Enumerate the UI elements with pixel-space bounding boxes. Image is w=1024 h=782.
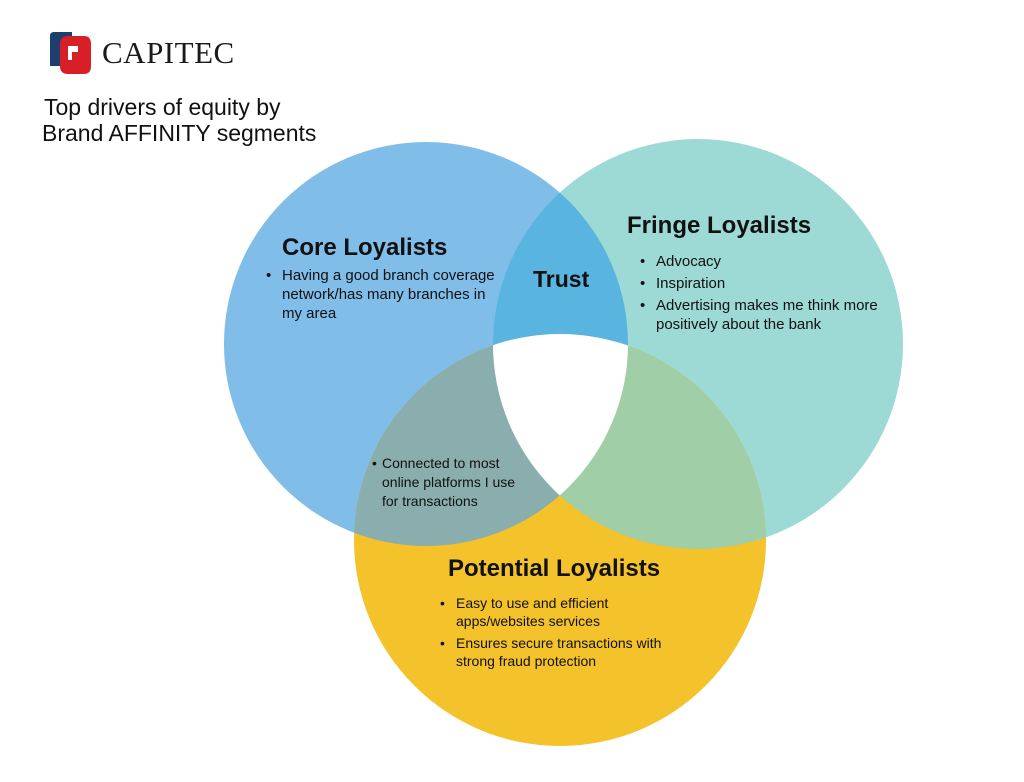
fringe-bullet-1: Advocacy	[638, 252, 900, 271]
brand-name: CAPITEC	[102, 35, 235, 70]
fringe-loyalists-title: Fringe Loyalists	[627, 212, 812, 239]
page-title: Top drivers of equity by Brand AFFINITY …	[42, 94, 317, 146]
core-loyalists-bullets: Having a good branch coverage network/ha…	[264, 266, 500, 326]
page-title-line-1: Top drivers of equity by	[44, 94, 281, 120]
fringe-loyalists-bullets: Advocacy Inspiration Advertising makes m…	[638, 252, 900, 337]
logo-red-shape	[60, 36, 91, 74]
page-title-line-2: Brand AFFINITY segments	[42, 120, 317, 146]
capitec-logo: CAPITEC	[44, 30, 235, 76]
potential-loyalists-title: Potential Loyalists	[448, 555, 661, 582]
logo-white-cut	[68, 46, 78, 60]
trust-label: Trust	[533, 266, 590, 292]
fringe-bullet-2: Inspiration	[638, 274, 900, 293]
fringe-bullet-3: Advertising makes me think more positive…	[638, 296, 900, 334]
core-bullet-1: Having a good branch coverage network/ha…	[264, 266, 500, 323]
core-loyalists-title: Core Loyalists	[282, 234, 448, 261]
potential-bullet-2: Ensures secure transactions with strong …	[438, 634, 700, 670]
potential-loyalists-bullets: Easy to use and efficient apps/websites …	[438, 594, 700, 674]
capitec-logo-icon	[50, 32, 91, 74]
core-potential-bullets: Connected to most online platforms I use…	[372, 454, 530, 514]
potential-bullet-1: Easy to use and efficient apps/websites …	[438, 594, 700, 630]
core-potential-bullet-1: Connected to most online platforms I use…	[372, 454, 530, 511]
